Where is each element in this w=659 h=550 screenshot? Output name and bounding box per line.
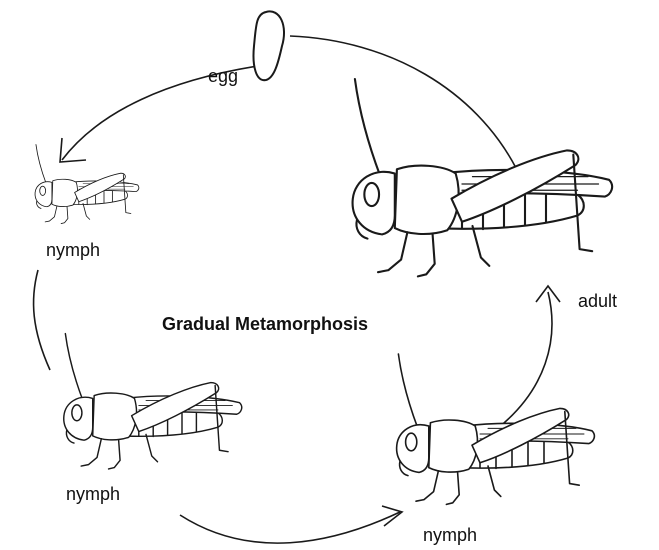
egg-drawing <box>254 11 285 80</box>
nymph-label-2: nymph <box>66 484 120 504</box>
egg-label: egg <box>208 66 238 86</box>
diagram-title: Gradual Metamorphosis <box>162 314 368 334</box>
nymph-drawing-3 <box>397 354 595 504</box>
nymph-drawing-1 <box>35 145 139 224</box>
nymph-drawing-2 <box>64 334 242 469</box>
arc-nymph-to-adult <box>498 292 552 428</box>
arc-nymph-to-nymph-bottom <box>180 512 400 543</box>
adult-grasshopper-drawing <box>353 79 613 276</box>
adult-label: adult <box>578 291 617 311</box>
nymph-label-3: nymph <box>423 525 477 545</box>
nymph-label-1: nymph <box>46 240 100 260</box>
arc-nymph-to-nymph-left <box>34 270 50 370</box>
arc-adult-to-egg <box>290 36 516 168</box>
